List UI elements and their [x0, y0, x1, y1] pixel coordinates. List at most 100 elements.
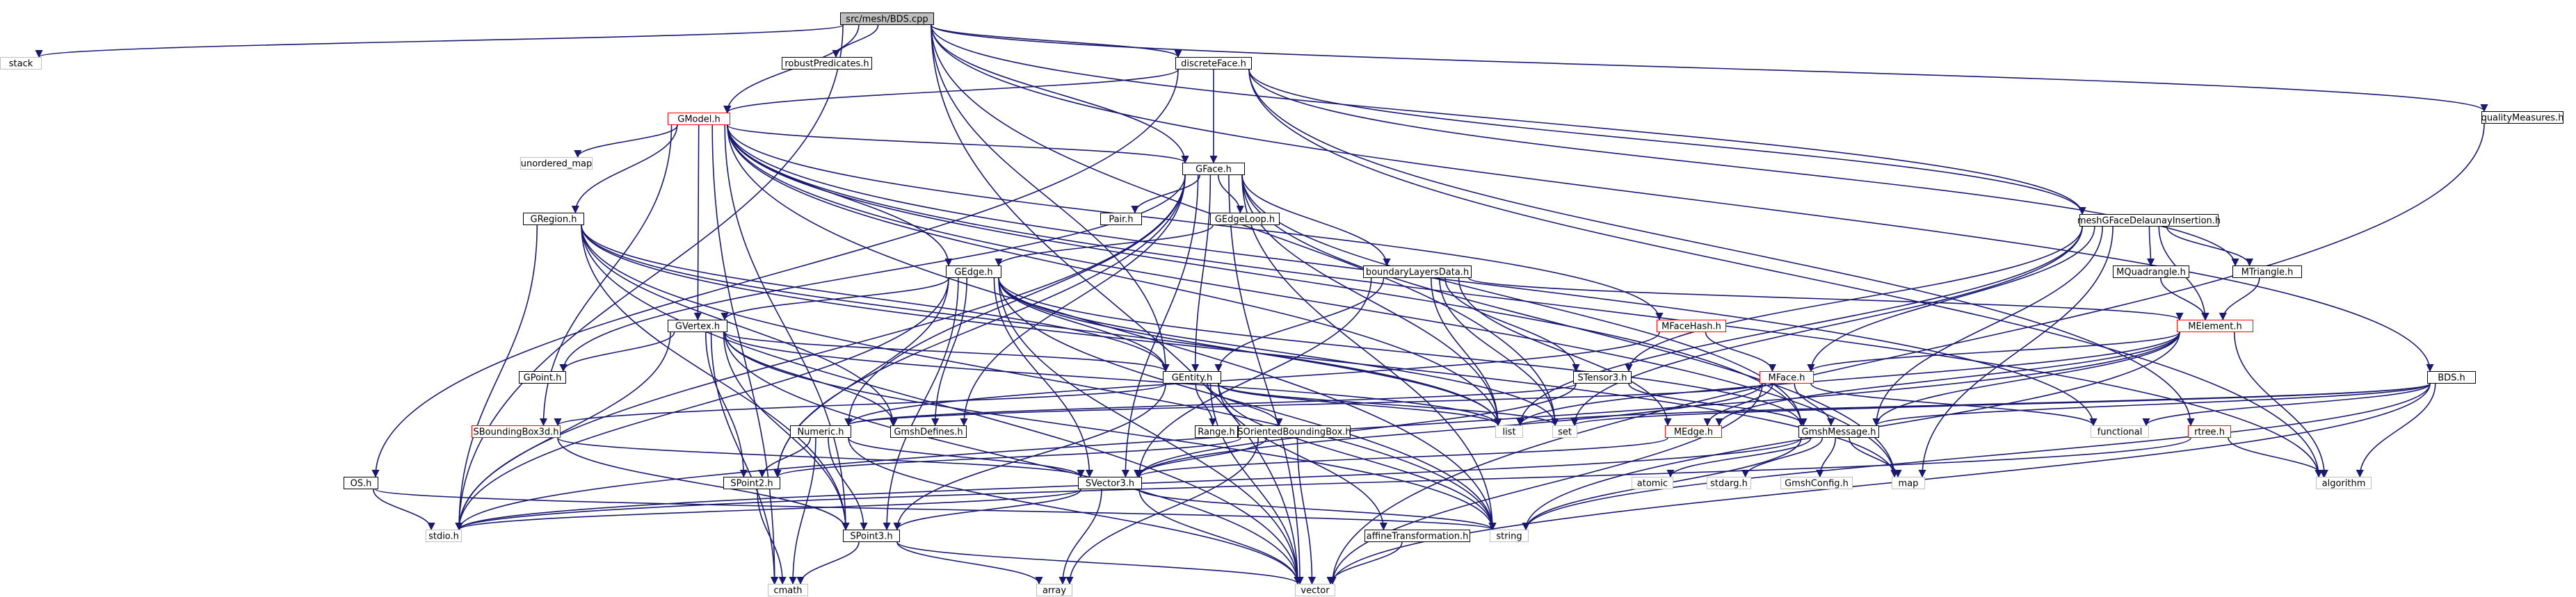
edge-gregion-to-gmshdef: [581, 224, 897, 427]
node-label: rtree.h: [2194, 427, 2225, 438]
edge-rtree-to-algorithm: [2228, 437, 2328, 478]
node-functional: functional: [2091, 425, 2149, 438]
node-gregion[interactable]: GRegion.h: [523, 213, 584, 225]
node-gmshdef[interactable]: GmshDefines.h: [890, 425, 967, 438]
node-box: [1892, 477, 1925, 489]
node-box: [1707, 477, 1751, 489]
edge-meshDel-to-mtri: [2166, 226, 2254, 267]
edge-sobb-to-spoint2: [773, 437, 1241, 478]
node-gpoint[interactable]: GPoint.h: [519, 371, 566, 384]
edge-numeric-to-spoint3: [828, 437, 868, 531]
node-quality[interactable]: qualityMeasures.h: [2481, 111, 2564, 124]
edge-gedge-to-gmshmsg: [998, 277, 1805, 427]
edge-root-to-discreteFace: [931, 24, 1182, 58]
node-box: [1798, 425, 1879, 438]
node-range[interactable]: Range.h: [1195, 425, 1238, 438]
node-box: [668, 320, 727, 332]
node-pairh[interactable]: Pair.h: [1100, 213, 1142, 225]
node-mfacehash[interactable]: MFaceHash.h: [1657, 320, 1726, 332]
node-box: [2113, 265, 2189, 278]
edge-gface-to-pairh: [1131, 174, 1200, 214]
edge-spoint2-to-cmath: [757, 489, 787, 585]
node-melement[interactable]: MElement.h: [2177, 320, 2253, 332]
edge-root-to-quality: [931, 24, 2488, 113]
node-set: set: [1552, 425, 1577, 438]
edge-root-to-gentity: [931, 24, 1170, 373]
edge-gmshmsg-to-stdarg: [1741, 437, 1824, 478]
edge-mfacehash-to-mface: [1705, 332, 1777, 373]
edge-svector-to-string: [1138, 489, 1497, 531]
edge-gface-to-svector: [1121, 174, 1199, 478]
node-svector[interactable]: SVector3.h: [1078, 477, 1142, 489]
node-label: GEntity.h: [1172, 373, 1213, 384]
edge-gedge-to-gentity: [998, 277, 1170, 373]
node-gvertex[interactable]: GVertex.h: [668, 320, 727, 332]
edge-mfacehash-to-numeric: [844, 332, 1660, 427]
node-mquad[interactable]: MQuadrangle.h: [2113, 265, 2189, 278]
node-label: stack: [9, 59, 33, 69]
edge-gmshmsg-to-map: [1849, 437, 1902, 478]
node-label: unordered_map: [521, 159, 593, 170]
node-stdarg: stdarg.h: [1707, 477, 1751, 489]
node-mtri[interactable]: MTriangle.h: [2232, 265, 2302, 278]
edge-discreteFace-to-osh: [371, 69, 1179, 478]
node-box: [426, 530, 462, 542]
node-gmodel[interactable]: GModel.h: [668, 113, 730, 125]
node-spoint2[interactable]: SPoint2.h: [723, 477, 780, 489]
node-gedgeloop[interactable]: GEdgeLoop.h: [1210, 213, 1280, 225]
node-spoint3[interactable]: SPoint3.h: [843, 530, 900, 542]
node-label: GmshDefines.h: [894, 427, 963, 438]
edge-meshDel-to-mface: [1807, 226, 2095, 373]
node-root[interactable]: src/mesh/BDS.cpp: [840, 13, 934, 25]
node-label: MQuadrangle.h: [2116, 268, 2186, 278]
node-discreteFace[interactable]: discreteFace.h: [1175, 57, 1252, 69]
node-numeric[interactable]: Numeric.h: [790, 425, 851, 438]
node-robust[interactable]: robustPredicates.h: [782, 57, 872, 69]
edge-stensor-to-svector: [1135, 383, 1577, 478]
edge-spoint3-to-vector: [896, 541, 1302, 585]
node-gentity[interactable]: GEntity.h: [1163, 371, 1221, 384]
node-meshDel[interactable]: meshGFaceDelaunayInsertion.h: [2077, 214, 2221, 227]
edge-bds-to-set: [1570, 383, 2431, 427]
node-affine[interactable]: affineTransformation.h: [1365, 530, 1470, 542]
node-label: MEdge.h: [1674, 427, 1713, 438]
node-stensor[interactable]: STensor3.h: [1573, 371, 1632, 384]
node-sbb[interactable]: SBoundingBox3d.h: [472, 425, 561, 438]
node-sobb[interactable]: SOrientedBoundingBox.h: [1237, 425, 1351, 438]
node-gmshmsg[interactable]: GmshMessage.h: [1798, 425, 1879, 438]
node-rtree[interactable]: rtree.h: [2188, 425, 2231, 438]
node-box: [472, 425, 561, 438]
edge-discreteFace-to-meshDel: [1248, 69, 2086, 215]
node-box: [1665, 425, 1722, 438]
node-box: [843, 530, 900, 542]
edge-mtri-to-melement: [2219, 277, 2260, 321]
edge-gedge-to-vector: [998, 277, 1302, 585]
node-osh[interactable]: OS.h: [344, 477, 378, 489]
edge-spoint3-to-cmath: [796, 541, 860, 585]
node-label: SVector3.h: [1086, 479, 1134, 489]
node-gface[interactable]: GFace.h: [1182, 163, 1245, 175]
node-label: set: [1558, 427, 1572, 438]
node-gedge[interactable]: GEdge.h: [946, 265, 1001, 278]
edge-gentity-to-vector: [1209, 383, 1302, 585]
node-bld[interactable]: boundaryLayersData.h: [1363, 265, 1472, 278]
edge-gmodel-to-map: [727, 124, 1899, 478]
node-stdio: stdio.h: [426, 530, 462, 542]
edge-melement-to-list: [1516, 332, 2180, 427]
node-label: MFaceHash.h: [1661, 322, 1721, 332]
node-box: [668, 113, 730, 125]
edge-gface-to-map: [1241, 174, 1899, 478]
edge-bld-to-list: [1431, 277, 1502, 427]
edge-stensor-to-numeric: [844, 383, 1577, 427]
edge-gface-to-gmshdef: [960, 174, 1186, 427]
node-box: [890, 425, 967, 438]
node-label: Range.h: [1198, 427, 1235, 438]
node-mface[interactable]: MFace.h: [1760, 371, 1814, 384]
edge-osh-to-stdio: [373, 489, 435, 531]
node-bds[interactable]: BDS.h: [2427, 371, 2476, 384]
edge-gregion-to-vector: [581, 224, 1302, 585]
edge-discreteFace-to-gmodel: [723, 69, 1179, 114]
edge-gregion-to-stdio: [455, 224, 538, 531]
edge-gface-to-gmshmsg: [1241, 174, 1805, 427]
node-medge[interactable]: MEdge.h: [1665, 425, 1722, 438]
